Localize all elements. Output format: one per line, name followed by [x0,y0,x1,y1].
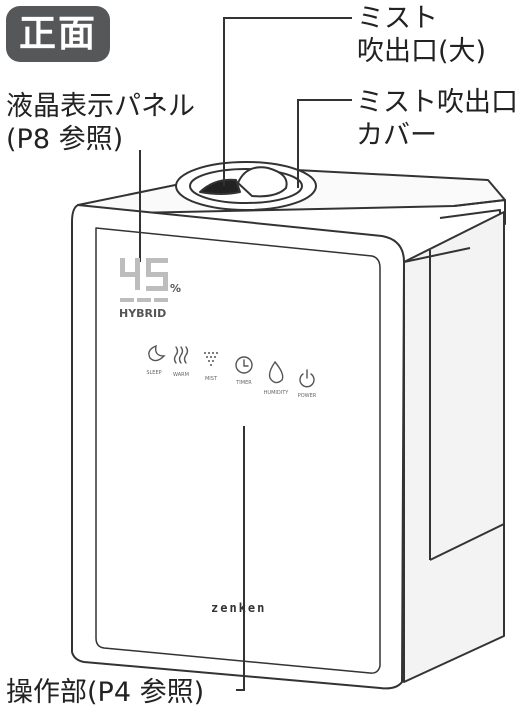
power-icon [299,369,315,388]
lcd-panel-line2: (P8 参照) [6,124,124,155]
brand-logo: zenken [211,601,266,615]
heat-icon [173,346,189,364]
mist-label: MIST [205,376,218,382]
sleep-button[interactable] [148,344,166,362]
mist-outlet-large-line2: 吹出口(大) [357,36,487,67]
humidity-label: HUMIDITY [264,390,290,396]
power-button[interactable] [299,369,315,388]
operation-part-label: 操作部(P4 参照) [6,677,205,708]
warm-button[interactable] [173,346,189,364]
clock-icon [235,356,253,374]
mist-button[interactable] [204,352,218,366]
power-label: POWER [298,393,317,399]
lcd-display [120,258,168,302]
leader-operation-part [236,426,245,691]
lcd-panel-label: 液晶表示パネル (P8 参照) [6,90,195,156]
control-buttons [148,344,315,388]
mist-outlet-large-label: ミスト 吹出口(大) [357,2,486,68]
mist-outlet-cover-line2: カバー [356,120,437,151]
display-mode: HYBRID [119,307,166,320]
leader-lines [139,17,352,691]
leader-mist-outlet-large [223,17,352,186]
display-unit: % [170,282,181,295]
mist-outlet-large-line1: ミスト [357,3,438,34]
timer-label: TIMER [235,380,252,386]
sleep-label: SLEEP [146,370,161,376]
mist-outlet-cover-line1: ミスト吹出口 [356,87,518,118]
leader-mist-outlet-cover [297,99,352,188]
warm-label: WARM [173,372,189,378]
droplet-percent-icon [268,360,284,384]
lcd-panel-line1: 液晶表示パネル [6,91,195,122]
humidity-button[interactable] [268,360,284,384]
mist-dots-icon [204,352,218,366]
humidifier-body [71,161,506,690]
front-view-badge: 正面 [6,6,110,62]
moon-icon [148,344,166,362]
mist-outlet-cover-label: ミスト吹出口 カバー [356,86,518,152]
timer-button[interactable] [235,356,253,374]
